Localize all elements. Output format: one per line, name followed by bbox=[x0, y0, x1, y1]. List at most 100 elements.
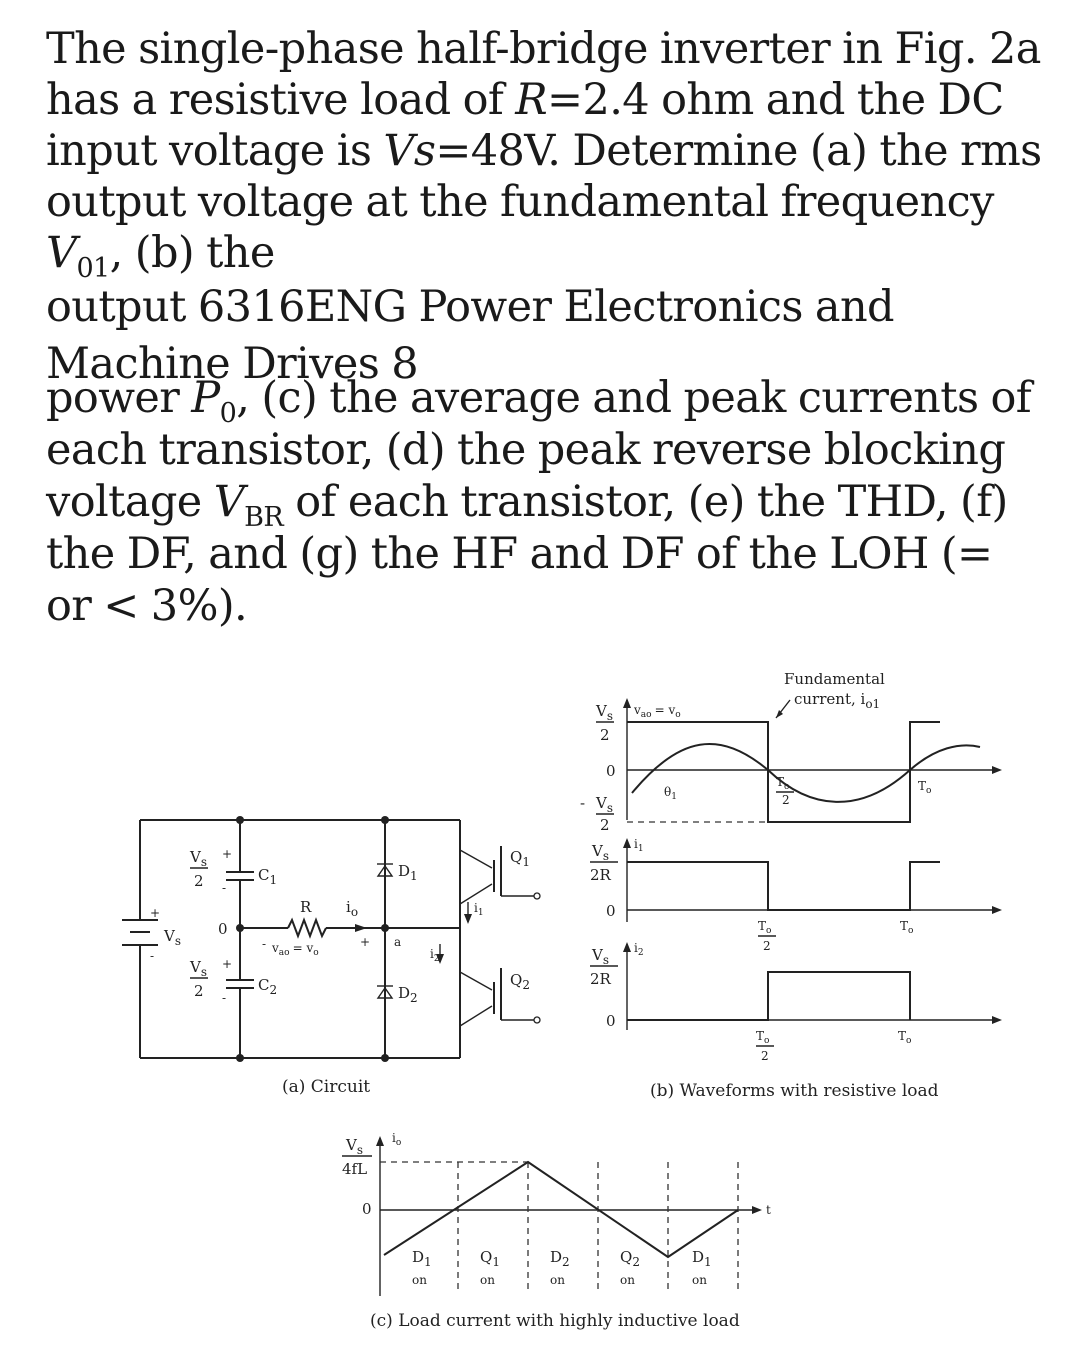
svg-text:-: - bbox=[150, 949, 154, 963]
svg-text:-: - bbox=[580, 794, 585, 812]
svg-text:+: + bbox=[150, 906, 160, 920]
device-on-label: Q2 on bbox=[620, 1248, 640, 1287]
c2-label: C2 bbox=[258, 976, 277, 997]
svg-text:2: 2 bbox=[761, 1049, 769, 1063]
zero-axis-label: 0 bbox=[606, 762, 616, 780]
io-plot-label: io bbox=[392, 1131, 401, 1148]
v01-subscript: 01 bbox=[76, 253, 110, 284]
problem-paragraph-2: power P0, (c) the average and peak curre… bbox=[46, 372, 1046, 632]
problem-paragraph-1: The single-phase half-bridge inverter in… bbox=[46, 24, 1046, 393]
svg-text:Vs: Vs bbox=[591, 842, 609, 863]
problem-text: =48V. Determine (a) the rms output volta… bbox=[46, 126, 1042, 227]
device-on-label: D1 on bbox=[692, 1248, 712, 1287]
vao-plot-label: vao= vo bbox=[633, 703, 681, 720]
svg-text:D2: D2 bbox=[550, 1248, 570, 1269]
svg-text:on: on bbox=[480, 1273, 495, 1287]
d2-label: D2 bbox=[398, 984, 418, 1005]
to-half-label-3: To 2 bbox=[756, 1029, 774, 1063]
svg-text:To: To bbox=[776, 775, 789, 792]
svg-text:on: on bbox=[692, 1273, 707, 1287]
to-label-1: To bbox=[918, 779, 931, 796]
zero-axis-label: 0 bbox=[606, 902, 616, 920]
c1-label: C1 bbox=[258, 866, 277, 887]
v01-variable: V bbox=[46, 228, 77, 278]
svg-text:-: - bbox=[222, 991, 226, 1005]
q2-label: Q2 bbox=[510, 971, 530, 992]
to-label-2: To bbox=[900, 919, 913, 936]
problem-text: , (c) the average and peak currents of e… bbox=[46, 373, 1032, 527]
svg-text:Vs: Vs bbox=[591, 946, 609, 967]
problem-line: output 6316ENG Power Electronics and bbox=[46, 282, 895, 332]
svg-text:D1: D1 bbox=[412, 1248, 432, 1269]
svg-text:Q2: Q2 bbox=[620, 1248, 640, 1269]
theta1-label: θ1 bbox=[664, 785, 677, 802]
vs-half-axis-label: Vs 2 bbox=[595, 702, 614, 744]
i1-label: i1 bbox=[474, 901, 484, 918]
svg-text:Vs: Vs bbox=[189, 958, 207, 979]
t-axis-label: t bbox=[766, 1203, 771, 1217]
vs-variable: Vs bbox=[383, 126, 436, 176]
i2-plot-label: i2 bbox=[634, 941, 644, 958]
svg-text:2: 2 bbox=[194, 982, 204, 1000]
svg-text:-: - bbox=[222, 881, 226, 895]
problem-text: power bbox=[46, 373, 192, 423]
zero-node-label: 0 bbox=[218, 920, 228, 938]
vs-2r-axis-label-1: Vs 2R bbox=[590, 842, 618, 884]
to-label-3: To bbox=[898, 1029, 911, 1046]
svg-text:2: 2 bbox=[782, 793, 790, 807]
svg-text:on: on bbox=[412, 1273, 427, 1287]
svg-text:on: on bbox=[620, 1273, 635, 1287]
vs-half-bottom-label: Vs 2 + - bbox=[189, 957, 232, 1005]
po-variable: P bbox=[191, 373, 220, 423]
inductive-caption: (c) Load current with highly inductive l… bbox=[370, 1311, 740, 1331]
circuit-caption: (a) Circuit bbox=[282, 1077, 370, 1097]
problem-text: =2.4 ohm and the DC input voltage is bbox=[46, 75, 1004, 176]
problem-text: , (b) the bbox=[109, 228, 276, 278]
svg-text:Vs: Vs bbox=[345, 1136, 363, 1157]
po-subscript: 0 bbox=[219, 398, 237, 429]
fundamental-current-label: current, io1 bbox=[794, 690, 880, 711]
io-label: io bbox=[346, 898, 358, 919]
svg-text:2: 2 bbox=[194, 872, 204, 890]
i1-plot-label: i1 bbox=[634, 837, 644, 854]
d1-label: D1 bbox=[398, 862, 418, 883]
zero-axis-label: 0 bbox=[606, 1012, 616, 1030]
node-a-label: a bbox=[394, 935, 401, 949]
r-label: R bbox=[300, 898, 312, 916]
svg-text:+: + bbox=[222, 847, 232, 861]
to-half-label-1: To 2 bbox=[776, 775, 794, 807]
svg-text:Q1: Q1 bbox=[480, 1248, 500, 1269]
q1-label: Q1 bbox=[510, 848, 530, 869]
svg-text:2R: 2R bbox=[590, 866, 612, 884]
fundamental-label: Fundamental bbox=[784, 670, 885, 688]
inductive-load-plot: io Vs 4fL 0 t D1 on Q1 on D2 on Q2 on D1… bbox=[342, 1131, 771, 1331]
device-on-label: Q1 on bbox=[480, 1248, 500, 1287]
svg-text:2: 2 bbox=[600, 816, 610, 834]
vs-2r-axis-label-2: Vs 2R bbox=[590, 946, 618, 988]
to-half-label-2: To 2 bbox=[758, 919, 776, 953]
i2-label: i2 bbox=[430, 947, 440, 964]
svg-text:2: 2 bbox=[763, 939, 771, 953]
svg-text:Vs: Vs bbox=[595, 702, 613, 723]
device-on-label: D2 on bbox=[550, 1248, 570, 1287]
zero-axis-label: 0 bbox=[362, 1200, 372, 1218]
svg-text:To: To bbox=[756, 1029, 769, 1046]
resistance-variable: R bbox=[515, 75, 548, 125]
svg-text:Vs: Vs bbox=[189, 848, 207, 869]
svg-text:+: + bbox=[222, 957, 232, 971]
svg-text:-: - bbox=[262, 937, 266, 951]
svg-text:To: To bbox=[758, 919, 771, 936]
resistive-waveforms: Fundamental current, io1 vao= vo θ1 Vs 2… bbox=[580, 670, 1002, 1101]
device-on-label: D1 on bbox=[412, 1248, 432, 1287]
svg-text:2R: 2R bbox=[590, 970, 612, 988]
vs-source-label: Vs bbox=[163, 927, 181, 948]
vs-half-top-label: Vs 2 + - bbox=[189, 847, 232, 895]
vao-label: vao= vo bbox=[271, 941, 319, 958]
vs-4fl-axis-label: Vs 4fL bbox=[342, 1136, 372, 1178]
waveforms-caption: (b) Waveforms with resistive load bbox=[650, 1081, 939, 1101]
vbr-variable: V bbox=[213, 477, 245, 527]
problem-line: Machine Drives 8 bbox=[46, 339, 419, 389]
vbr-subscript: BR bbox=[244, 502, 284, 533]
svg-text:on: on bbox=[550, 1273, 565, 1287]
